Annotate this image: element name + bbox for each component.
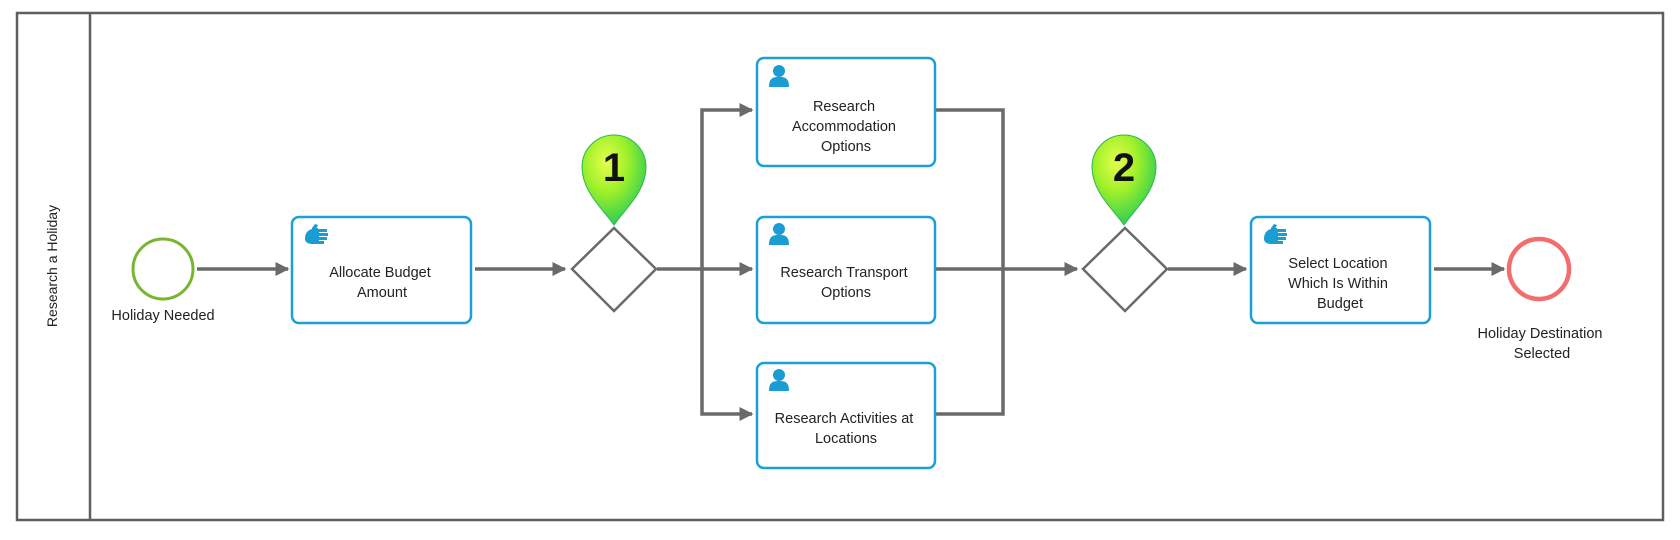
task-research-accommodation-line: Options	[821, 139, 871, 155]
marker-pin-2-number: 2	[1113, 146, 1135, 190]
task-research-transport-line: Research Transport	[780, 265, 907, 281]
sequence-flows	[197, 103, 1506, 421]
marker-pin-2: 2	[1091, 134, 1157, 226]
task-research-transport-line: Options	[821, 285, 871, 301]
svg-text:Allocate Budget Amount: Allocate Budget Amount	[329, 265, 435, 301]
task-select-location-line: Budget	[1317, 296, 1363, 312]
flow-split-to-accommodation[interactable]	[700, 103, 754, 269]
flow-split-to-activities[interactable]	[700, 269, 754, 421]
task-research-activities-line: Research Activities at	[775, 411, 914, 427]
marker-pin-1-number: 1	[603, 146, 625, 190]
task-research-activities[interactable]: Research Activities at Locations	[755, 361, 937, 470]
gateway-split[interactable]	[570, 226, 658, 313]
task-allocate-budget[interactable]: Allocate Budget Amount	[290, 215, 473, 325]
task-select-location-line: Which Is Within	[1288, 276, 1388, 292]
lane-label: Research a Holiday	[44, 205, 60, 327]
task-research-accommodation-line: Accommodation	[792, 119, 896, 135]
start-event[interactable]: Holiday Needed	[111, 237, 215, 324]
flow-accommodation-to-join[interactable]	[935, 108, 1005, 269]
svg-text:Research Accommodation: Research Accommodation Options	[792, 99, 900, 155]
task-research-accommodation[interactable]: Research Accommodation Options	[755, 56, 937, 168]
task-select-location-line: Select Location	[1288, 256, 1387, 272]
gateway-join[interactable]	[1081, 226, 1169, 313]
task-research-accommodation-line: Research	[813, 99, 875, 115]
end-event[interactable]: Holiday Destination Selected	[1478, 236, 1607, 362]
end-event-label-line: Holiday Destination	[1478, 326, 1603, 342]
svg-text:Research Transport Optio: Research Transport Options	[780, 265, 911, 301]
task-allocate-budget-line: Allocate Budget	[329, 265, 431, 281]
marker-pin-1: 1	[581, 134, 647, 226]
end-event-label-line: Selected	[1514, 346, 1570, 362]
start-event-label: Holiday Needed	[111, 308, 214, 324]
task-research-activities-line: Locations	[815, 431, 877, 447]
svg-text:Research Activities at L: Research Activities at Locations	[775, 411, 918, 447]
task-research-transport[interactable]: Research Transport Options	[755, 215, 937, 325]
svg-text:Holiday Destination Sele: Holiday Destination Selected	[1478, 326, 1607, 362]
flow-activities-to-join[interactable]	[935, 269, 1005, 416]
task-allocate-budget-line: Amount	[357, 285, 407, 301]
task-select-location[interactable]: Select Location Which Is Within Budget	[1249, 215, 1432, 325]
svg-text:Select Location Which Is: Select Location Which Is Within Budget	[1288, 256, 1392, 312]
